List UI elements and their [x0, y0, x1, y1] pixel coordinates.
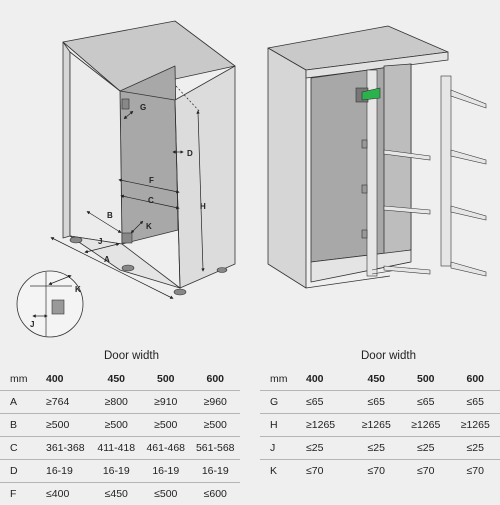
cell: ≤70 — [401, 460, 451, 483]
row-key: G — [260, 391, 302, 414]
cabinet-diagrams: G D F C H B K J A K J — [0, 0, 500, 345]
right-col-header: 400 — [302, 368, 352, 391]
left-col-header: 450 — [92, 368, 142, 391]
cell: 361-368 — [42, 437, 92, 460]
label-j: J — [98, 237, 102, 246]
row-key: H — [260, 414, 302, 437]
cell: ≤25 — [451, 437, 500, 460]
table-row: A ≥764 ≥800 ≥910 ≥960 — [0, 391, 240, 414]
right-table-title: Door width — [361, 350, 416, 362]
label-d: D — [187, 149, 193, 158]
cell: ≥500 — [92, 414, 142, 437]
cell: ≤70 — [302, 460, 352, 483]
label-b: B — [107, 211, 113, 220]
cell: ≥1265 — [401, 414, 451, 437]
cell: ≥910 — [141, 391, 191, 414]
table-row: J ≤25 ≤25 ≤25 ≤25 — [260, 437, 500, 460]
cell: ≤65 — [451, 391, 500, 414]
left-table-grid: mm 400 450 500 600 A ≥764 ≥800 ≥910 ≥960… — [0, 368, 240, 505]
right-col-header: 600 — [451, 368, 500, 391]
cell: ≤450 — [92, 483, 142, 505]
table-row: G ≤65 ≤65 ≤65 ≤65 — [260, 391, 500, 414]
table-row: D 16-19 16-19 16-19 16-19 — [0, 460, 240, 483]
detail-circle — [17, 271, 83, 337]
right-col-header: 450 — [352, 368, 402, 391]
left-cabinet — [63, 21, 235, 288]
left-col-header: 400 — [42, 368, 92, 391]
cell: 411-418 — [92, 437, 142, 460]
row-key: J — [260, 437, 302, 460]
row-key: B — [0, 414, 42, 437]
detail-label-j: J — [30, 320, 34, 329]
cell: ≥500 — [191, 414, 241, 437]
row-key: C — [0, 437, 42, 460]
detail-label-k: K — [75, 285, 81, 294]
right-table-unit: mm — [260, 368, 302, 391]
table-row: F ≤400 ≤450 ≤500 ≤600 — [0, 483, 240, 505]
cell: 16-19 — [141, 460, 191, 483]
table-row: H ≥1265 ≥1265 ≥1265 ≥1265 — [260, 414, 500, 437]
label-f: F — [149, 176, 154, 185]
cell: ≤25 — [302, 437, 352, 460]
table-row: B ≥500 ≥500 ≥500 ≥500 — [0, 414, 240, 437]
cell: ≥960 — [191, 391, 241, 414]
cell: ≤25 — [401, 437, 451, 460]
cell: ≤65 — [352, 391, 402, 414]
cell: ≥1265 — [352, 414, 402, 437]
label-a: A — [104, 255, 110, 264]
cell: 16-19 — [92, 460, 142, 483]
cell: 16-19 — [191, 460, 241, 483]
cell: ≥500 — [141, 414, 191, 437]
cell: ≥800 — [92, 391, 142, 414]
right-table-grid: mm 400 450 500 600 G ≤65 ≤65 ≤65 ≤65 H ≥… — [260, 368, 500, 482]
row-key: D — [0, 460, 42, 483]
left-col-header: 500 — [141, 368, 191, 391]
cell: ≤400 — [42, 483, 92, 505]
cell: 461-468 — [141, 437, 191, 460]
table-row: C 361-368 411-418 461-468 561-568 — [0, 437, 240, 460]
label-h: H — [200, 202, 206, 211]
table-row: K ≤70 ≤70 ≤70 ≤70 — [260, 460, 500, 483]
left-table-unit: mm — [0, 368, 42, 391]
cell: ≤70 — [451, 460, 500, 483]
cell: ≤70 — [352, 460, 402, 483]
row-key: F — [0, 483, 42, 505]
label-g: G — [140, 103, 146, 112]
row-key: K — [260, 460, 302, 483]
row-key: A — [0, 391, 42, 414]
cell: ≤25 — [352, 437, 402, 460]
label-k: K — [146, 222, 152, 231]
cell: ≥500 — [42, 414, 92, 437]
label-c: C — [148, 196, 154, 205]
cell: 561-568 — [191, 437, 241, 460]
right-col-header: 500 — [401, 368, 451, 391]
left-col-header: 600 — [191, 368, 241, 391]
left-table-title: Door width — [104, 350, 159, 362]
cell: ≤500 — [141, 483, 191, 505]
cell: ≥1265 — [451, 414, 500, 437]
cell: ≤65 — [302, 391, 352, 414]
cell: ≤65 — [401, 391, 451, 414]
cell: 16-19 — [42, 460, 92, 483]
cell: ≤600 — [191, 483, 241, 505]
cell: ≥1265 — [302, 414, 352, 437]
cell: ≥764 — [42, 391, 92, 414]
